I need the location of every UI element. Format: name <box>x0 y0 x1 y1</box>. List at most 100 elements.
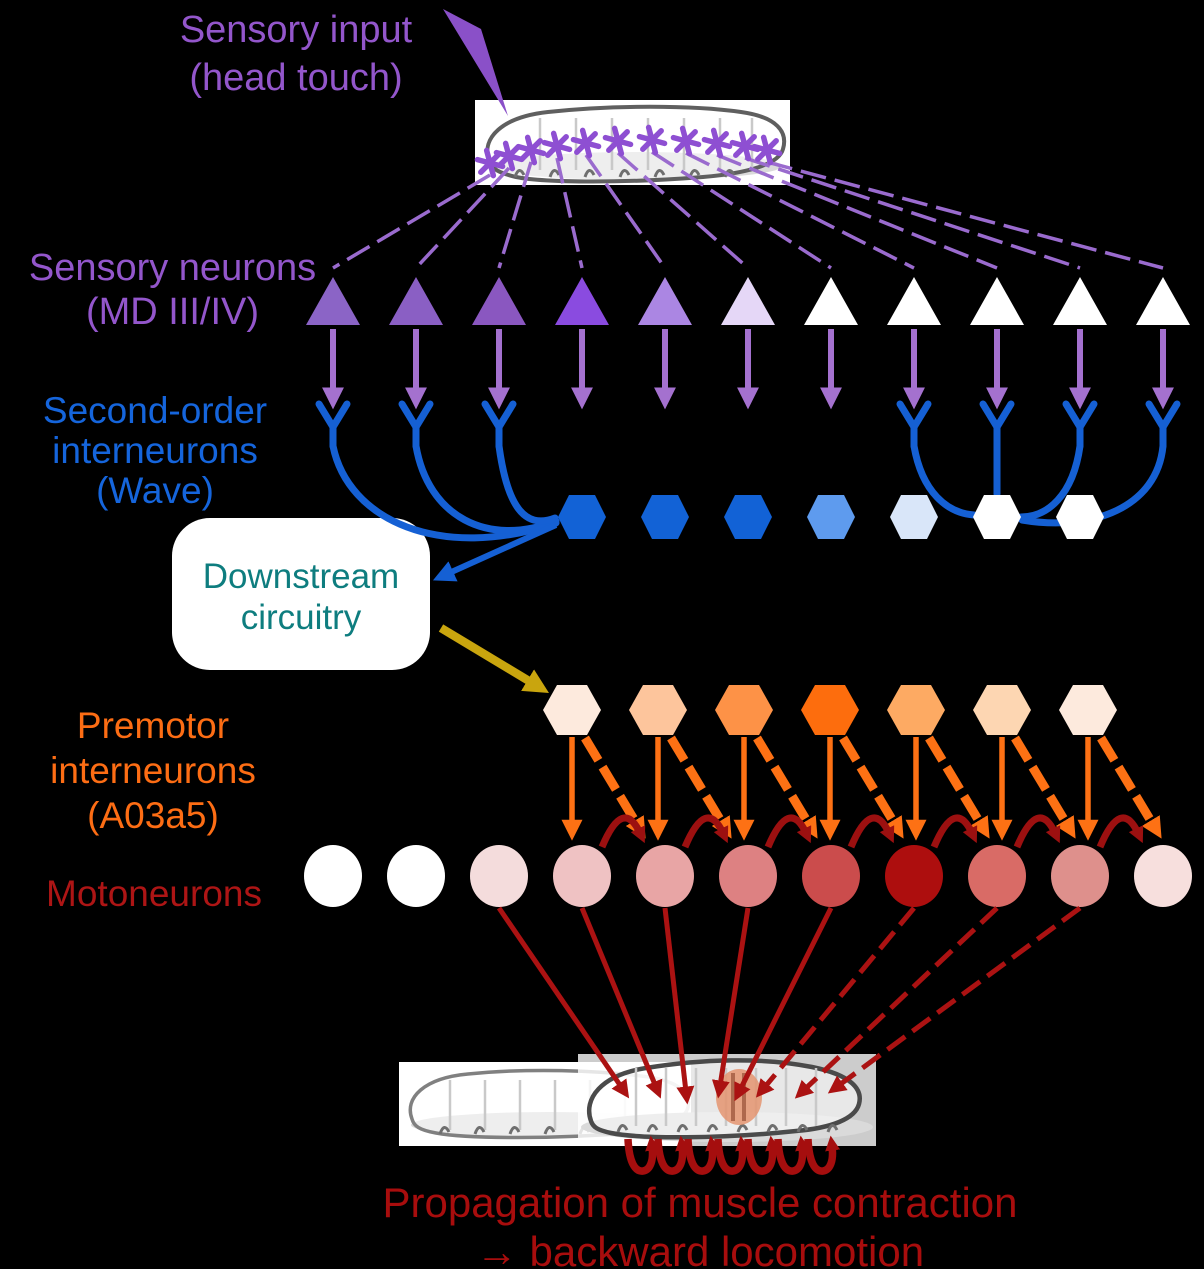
sensory-input-line1: Sensory input <box>179 9 413 51</box>
wave-dendrite-y <box>896 400 932 450</box>
larva-ghost-bristle <box>508 1126 521 1135</box>
larva-ghost-bristle <box>438 1126 451 1135</box>
intersegmental-arc-arrow <box>598 814 646 849</box>
wave-interneuron-hexagon <box>807 495 855 539</box>
premotor-axon-arrow-diagonal <box>1097 735 1162 839</box>
touch-asterisk-icon <box>515 134 547 166</box>
larva-top-bristle <box>513 169 526 178</box>
bottom-caption-line2: → backward locomotion <box>475 1228 925 1269</box>
larva-ghost-body <box>408 1068 691 1140</box>
wave-dendrite-y <box>315 400 351 450</box>
wave-dendrite-y <box>481 400 517 450</box>
sensory-fan-line <box>414 166 511 270</box>
intersegmental-arc-arrow <box>1096 814 1144 849</box>
downstream-circuitry-box: Downstream circuitry <box>172 518 430 670</box>
premotor-interneuron-hexagon <box>543 685 601 735</box>
sensory-fan-line <box>616 151 750 270</box>
larva-ghost-bristle <box>543 1126 556 1135</box>
motoneuron-circle <box>802 845 860 907</box>
second-order-line3: (Wave) <box>96 470 214 511</box>
premotor-axon-arrow-diagonal <box>753 735 818 839</box>
larva-contracting-bristle <box>676 1124 689 1133</box>
wave-axon-curve <box>495 442 559 525</box>
larva-top-bristle <box>548 169 561 178</box>
muscle-contraction-hook <box>714 1135 751 1175</box>
touch-asterisk-icon <box>493 140 525 172</box>
sensory-neuron-triangle <box>1136 277 1190 325</box>
touch-asterisk-icon <box>541 130 573 162</box>
bottom-caption: Propagation of muscle contraction → back… <box>297 1178 1103 1269</box>
sensory-fan-line <box>716 153 998 270</box>
motoneuron-circle <box>304 845 362 907</box>
larva-ghost-shade <box>411 1112 687 1138</box>
wave-interneuron-hexagon <box>641 495 689 539</box>
touch-asterisk-icon <box>701 127 733 159</box>
touch-asterisk-icon <box>474 147 506 179</box>
wave-axon-curve <box>1017 442 1084 521</box>
motoneurons-label: Motoneurons <box>4 875 304 912</box>
wave-dendrite-y <box>1145 400 1181 450</box>
larva-top-bristle <box>688 169 701 178</box>
sensory-fan-line <box>555 157 584 269</box>
larva-top-bristle <box>583 169 596 178</box>
sensory-neuron-triangle <box>555 277 609 325</box>
bottom-caption-line1: Propagation of muscle contraction <box>382 1179 1018 1226</box>
motoneuron-circle <box>968 845 1026 907</box>
intersegmental-arc-arrow <box>847 814 895 849</box>
sensory-input-line2: (head touch) <box>189 57 403 99</box>
intersegmental-arc-arrow <box>1013 814 1061 849</box>
intersegmental-arc-arrow <box>930 814 978 849</box>
larva-contracting-bristle <box>616 1124 629 1133</box>
touch-asterisk-icon <box>729 130 761 162</box>
larva-ghost-bristle <box>646 1126 659 1135</box>
muscle-contraction-hook <box>804 1135 841 1175</box>
touch-asterisk-icon <box>670 125 702 157</box>
motoneuron-circle <box>387 845 445 907</box>
premotor-interneuron-hexagon <box>801 685 859 735</box>
downstream-output-arrow <box>438 624 549 694</box>
motoneuron-axon-arrow <box>662 907 695 1105</box>
sensory-neuron-triangle <box>389 277 443 325</box>
larva-contracting-bristle <box>826 1124 839 1133</box>
premotor-axon-arrow-diagonal <box>925 735 990 839</box>
sensory-neuron-triangle <box>638 277 692 325</box>
sensory-neuron-triangle <box>1053 277 1107 325</box>
touch-asterisk-icon <box>636 124 668 156</box>
sensory-neuron-triangle <box>804 277 858 325</box>
intersegmental-arc-arrow <box>764 814 812 849</box>
premotor-axon-arrow-diagonal <box>667 735 732 839</box>
sensory-fan-line <box>685 151 915 270</box>
downstream-line2: circuitry <box>240 598 362 637</box>
motoneuron-circle <box>1051 845 1109 907</box>
motoneuron-axon-arrow <box>711 907 751 1099</box>
wave-interneuron-hexagon <box>724 495 772 539</box>
wave-interneuron-hexagon <box>973 495 1021 539</box>
larva-contracting-shade <box>581 1112 873 1142</box>
wave-interneuron-hexagon <box>1056 495 1104 539</box>
sensory-fan-line <box>497 161 533 269</box>
premotor-interneuron-hexagon <box>973 685 1031 735</box>
motoneuron-axon-arrow <box>734 906 834 1102</box>
intersegmental-arc-arrow <box>681 814 729 849</box>
wave-output-arrow <box>432 522 558 582</box>
sensory-neuron-triangle <box>887 277 941 325</box>
wave-interneuron-hexagon <box>890 495 938 539</box>
larva-contracting-bristle <box>706 1124 719 1133</box>
larva-contracting-backdrop <box>578 1054 876 1146</box>
sensory-neuron-triangle <box>472 277 526 325</box>
muscle-contraction-hook <box>654 1135 691 1175</box>
larva-contracting-bristle <box>796 1124 809 1133</box>
premotor-interneuron-hexagon <box>715 685 773 735</box>
larva-top-shade <box>490 152 782 180</box>
premotor-line2: interneurons <box>50 750 256 791</box>
larva-contracting-bristle <box>766 1124 779 1133</box>
larva-ghost-bristle <box>473 1126 486 1135</box>
larva-top-bristle <box>653 169 666 178</box>
motoneurons-line: Motoneurons <box>46 873 262 914</box>
sensory-neurons-line2: (MD III/IV) <box>85 291 260 333</box>
larva-top-backdrop <box>475 100 790 185</box>
larva-contracting-bristle <box>736 1124 749 1133</box>
motoneuron-axon-arrow <box>755 906 916 1098</box>
motoneuron-circle <box>719 845 777 907</box>
sensory-neurons-line1: Sensory neurons <box>28 247 317 289</box>
